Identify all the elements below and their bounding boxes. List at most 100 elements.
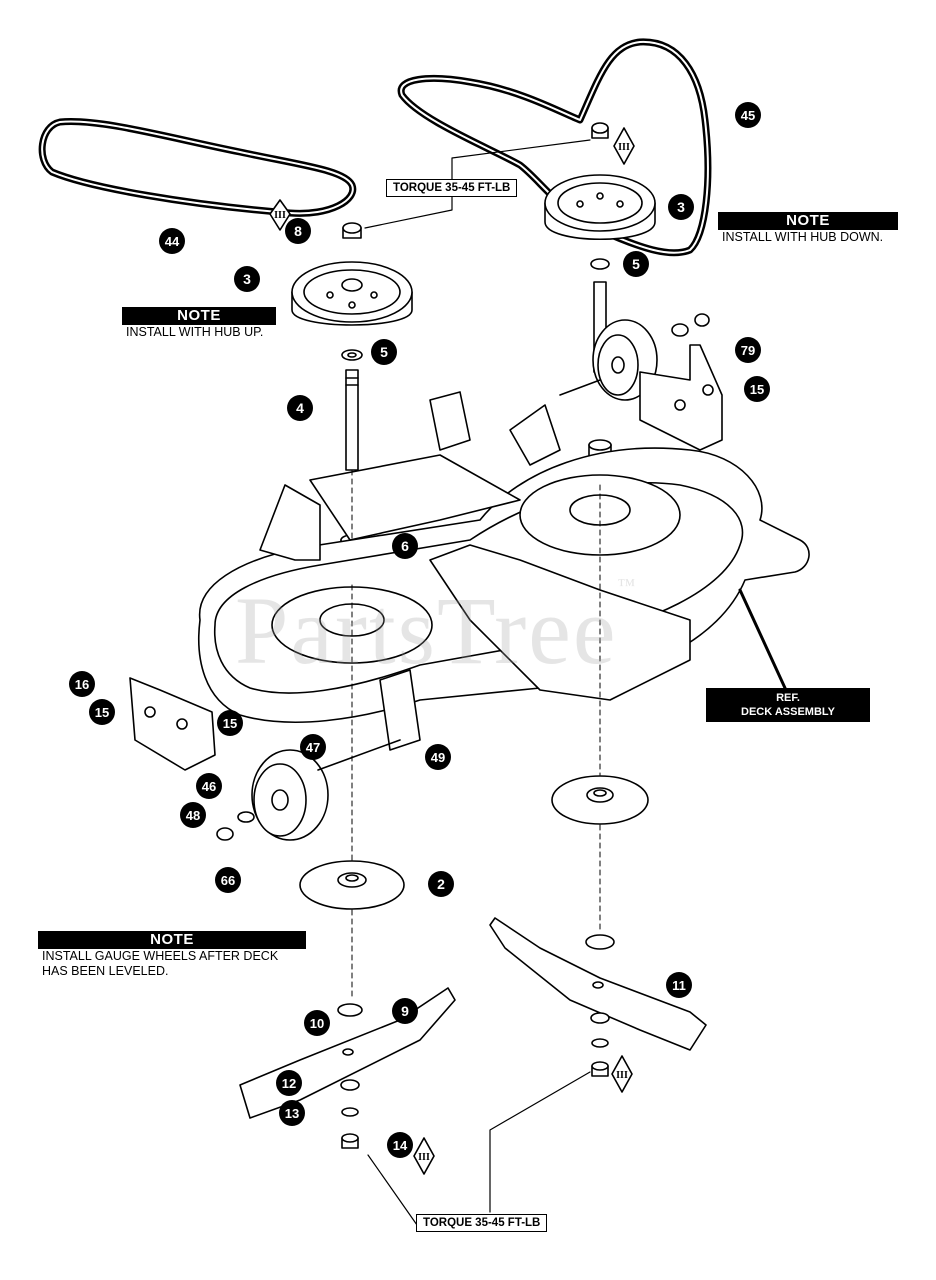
callout-number: 8 [294,223,302,239]
note-body: INSTALL WITH HUB UP. [126,325,264,339]
callout-number: 12 [282,1076,296,1091]
callout-bubble [279,1100,305,1126]
note-body-line1: INSTALL GAUGE WHEELS AFTER DECK [42,949,279,963]
callout-number: 10 [310,1016,324,1031]
callout-number: 48 [186,808,200,823]
callout-5: 5 [623,251,649,277]
torque-marker-label: III [418,1152,430,1163]
callout-number: 3 [677,199,685,215]
callout-9: 9 [392,998,418,1024]
torque-marker-label: III [274,210,286,221]
note-gauge-wheels: NOTE INSTALL GAUGE WHEELS AFTER DECK HAS… [38,931,306,979]
note-body: INSTALL WITH HUB DOWN. [722,230,884,244]
note-title: NOTE [718,212,898,230]
left-spindle-hub [299,860,405,910]
callout-number: 79 [741,343,755,358]
callout-bubble [623,251,649,277]
callout-bubble [666,972,692,998]
callout-8: 8 [285,218,311,244]
callout-bubble [159,228,185,254]
callout-number: 5 [632,256,640,272]
blade-hardware [337,934,615,1149]
callout-number: 6 [401,538,409,554]
callout-bubble [300,734,326,760]
callout-number: 45 [741,108,755,123]
callout-bubble [735,337,761,363]
callout-bubble [371,339,397,365]
callout-2: 2 [428,871,454,897]
ref-leader [738,588,787,690]
callout-number: 15 [223,716,237,731]
callout-bubble [387,1132,413,1158]
note-hub-down: NOTE INSTALL WITH HUB DOWN. [718,212,898,245]
callout-6: 6 [392,533,418,559]
callout-number: 47 [306,740,320,755]
belt-45 [397,38,712,257]
right-spindle-hub [551,775,649,825]
callout-bubble [668,194,694,220]
callout-16: 16 [69,671,95,697]
callout-number: 3 [243,271,251,287]
note-body-line2: HAS BEEN LEVELED. [42,964,169,978]
note-title: NOTE [122,307,276,325]
callout-bubble [285,218,311,244]
callout-number: 16 [75,677,89,692]
callout-number: 66 [221,873,235,888]
callout-bubble [69,671,95,697]
callout-48: 48 [180,802,206,828]
torque-label-bottom: TORQUE 35-45 FT-LB [416,1214,548,1232]
callout-46: 46 [196,773,222,799]
callout-bubble [89,699,115,725]
callout-bubble [392,533,418,559]
callout-11: 11 [666,972,692,998]
ref-line2: DECK ASSEMBLY [741,706,835,718]
callout-number: 9 [401,1003,409,1019]
callout-3: 3 [234,266,260,292]
callout-bubble [425,744,451,770]
callout-66: 66 [215,867,241,893]
callout-number: 11 [672,978,686,993]
callout-bubble [180,802,206,828]
callout-bubble [735,102,761,128]
callout-49: 49 [425,744,451,770]
callout-bubble [744,376,770,402]
callout-number: 5 [380,344,388,360]
callout-number: 4 [296,400,304,416]
torque-label-top: TORQUE 35-45 FT-LB [386,179,518,197]
centre-lines [351,469,601,1001]
callout-bubble [428,871,454,897]
callout-bubble [392,998,418,1024]
torque-leaders [364,139,591,1226]
callout-bubble [276,1070,302,1096]
callout-bubble [287,395,313,421]
callout-bubble [234,266,260,292]
callout-14: 14 [387,1132,413,1158]
gauge-wheel-bracket-left [129,677,216,771]
callout-bubble [217,710,243,736]
callout-79: 79 [735,337,761,363]
gauge-wheel-bracket-right [639,344,723,451]
note-title: NOTE [38,931,306,949]
torque-marker-label: III [618,142,630,153]
belt-44 [38,117,357,217]
callout-15: 15 [217,710,243,736]
callout-12: 12 [276,1070,302,1096]
callout-number: 14 [393,1138,408,1153]
note-hub-up: NOTE INSTALL WITH HUB UP. [122,307,276,340]
blade-11 [489,917,707,1051]
callout-number: 2 [437,876,445,892]
callout-45: 45 [735,102,761,128]
callout-number: 15 [750,382,764,397]
left-pulley [291,222,413,361]
callout-number: 13 [285,1106,299,1121]
torque-marker-label: III [616,1070,628,1081]
callout-3: 3 [668,194,694,220]
callout-47: 47 [300,734,326,760]
right-pulley [544,122,656,486]
callout-bubble [215,867,241,893]
callout-number: 46 [202,779,216,794]
callout-15: 15 [744,376,770,402]
callout-10: 10 [304,1010,330,1036]
